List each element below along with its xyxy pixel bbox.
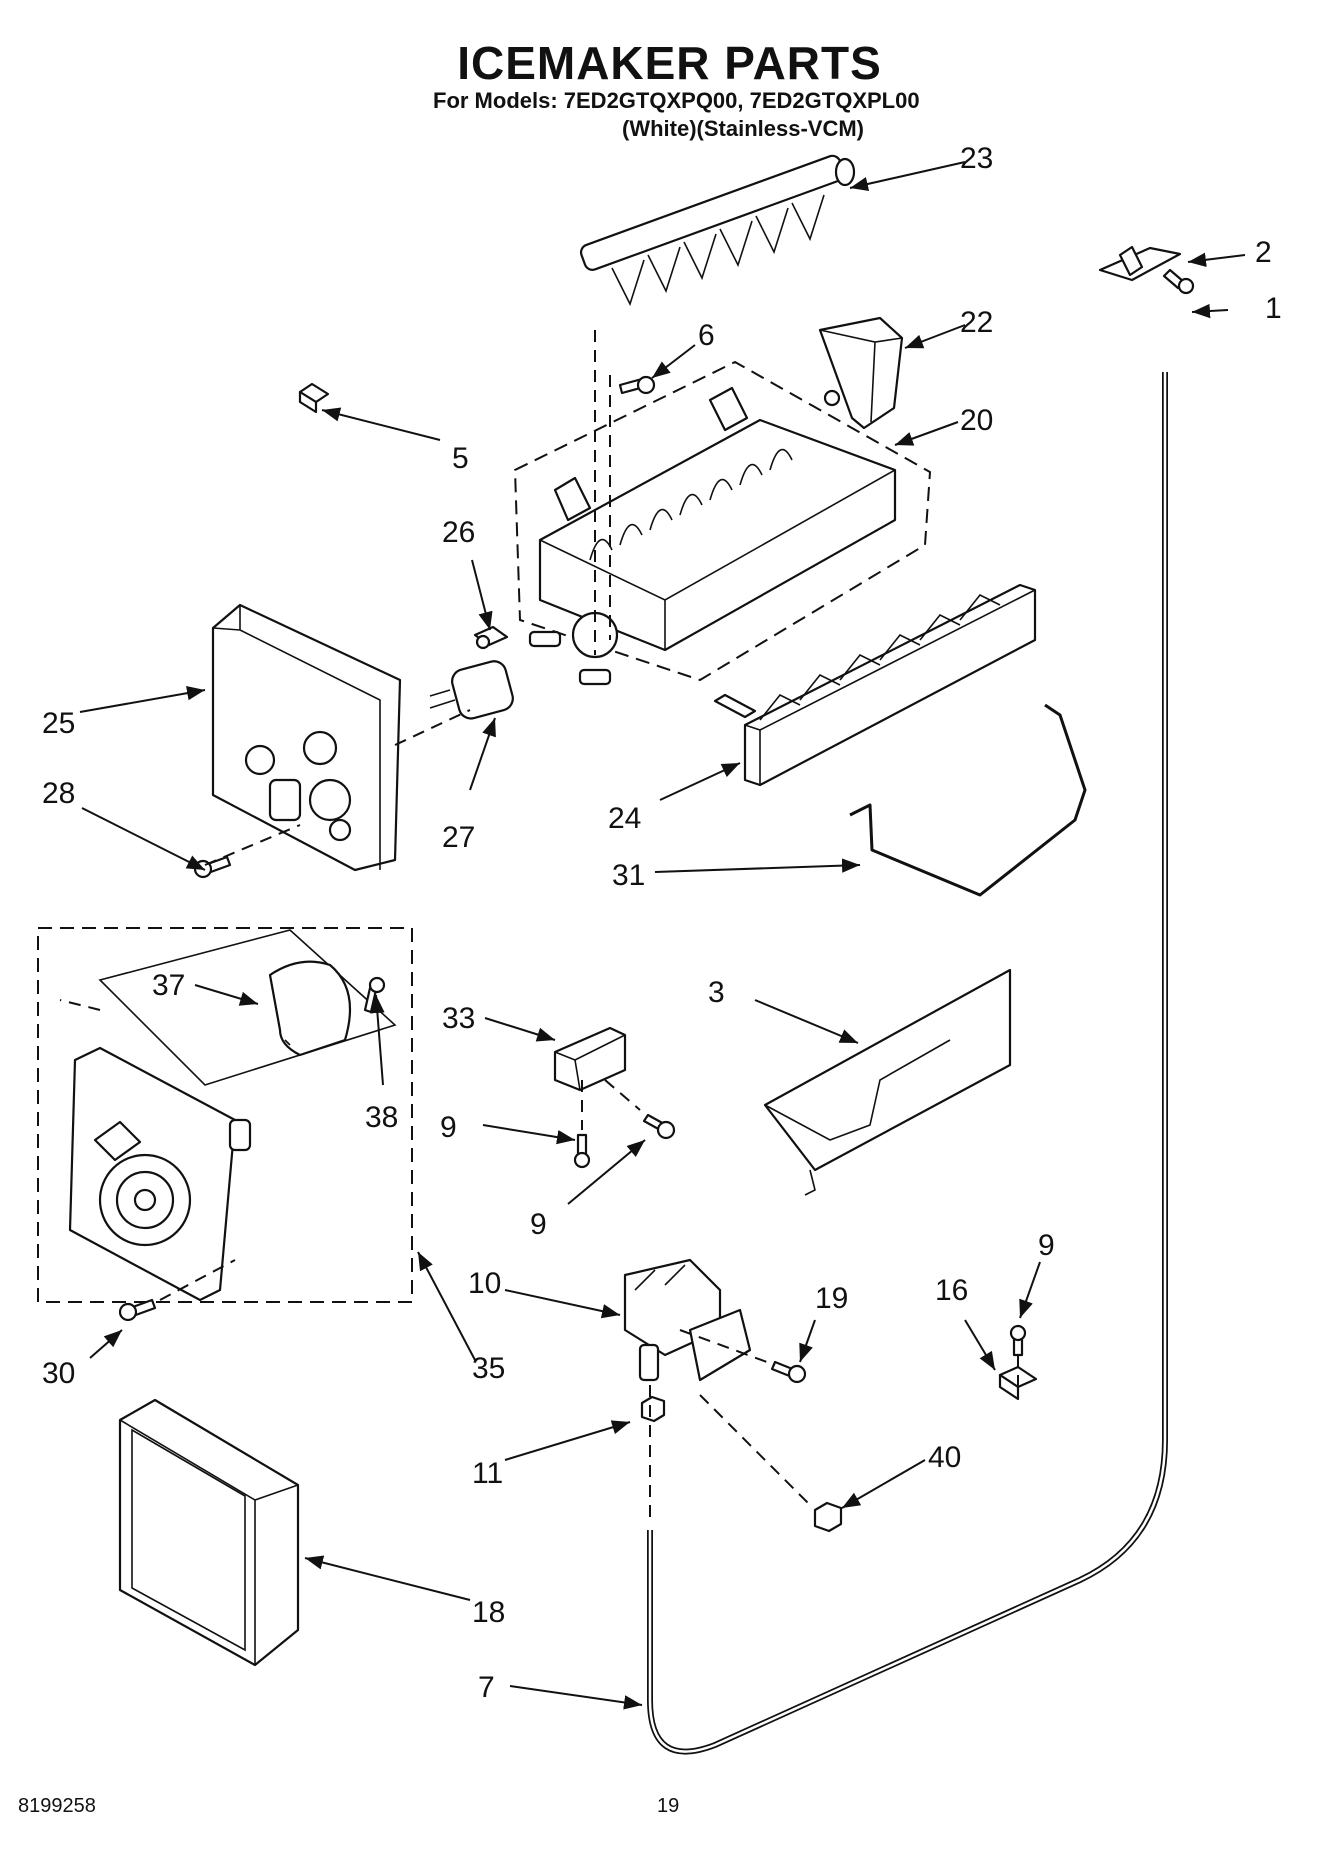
part-10-water-valve xyxy=(623,1258,752,1382)
part-2-bracket xyxy=(1098,245,1182,282)
callout-31: 31 xyxy=(612,859,645,892)
connector-lines xyxy=(59,330,1019,1520)
page-title: ICEMAKER PARTS xyxy=(457,37,882,89)
callout-10: 10 xyxy=(468,1267,501,1300)
callout-27: 27 xyxy=(442,821,475,854)
part-6-screw xyxy=(618,375,656,395)
part-18-foam-block xyxy=(118,1398,300,1667)
callout-9-b: 9 xyxy=(530,1208,547,1241)
part-26-clip xyxy=(473,625,509,650)
callout-22: 22 xyxy=(960,306,993,339)
part-9-screw-c xyxy=(1009,1324,1027,1357)
part-9-screw-a xyxy=(573,1133,591,1169)
variants-line: (White)(Stainless-VCM) xyxy=(622,116,864,141)
callout-35: 35 xyxy=(472,1352,505,1385)
callout-7: 7 xyxy=(478,1671,495,1704)
assembly-guide-35 xyxy=(98,929,397,1086)
leader-arrows xyxy=(79,161,1246,1710)
callout-30: 30 xyxy=(42,1357,75,1390)
callout-5: 5 xyxy=(452,442,469,475)
page-number: 19 xyxy=(657,1795,680,1817)
callout-40: 40 xyxy=(928,1441,961,1474)
callout-23: 23 xyxy=(960,142,993,175)
callout-11: 11 xyxy=(472,1457,503,1490)
document-number: 8199258 xyxy=(18,1795,96,1817)
callout-2: 2 xyxy=(1255,236,1272,269)
callout-19: 19 xyxy=(815,1282,848,1315)
part-9-screw-b xyxy=(642,1113,676,1140)
callout-25: 25 xyxy=(42,707,75,740)
callout-3: 3 xyxy=(708,976,725,1009)
part-27-thermostat xyxy=(429,660,514,720)
callout-24: 24 xyxy=(608,802,641,835)
callout-20: 20 xyxy=(960,404,993,437)
callout-labels: 23 2 1 22 6 20 5 26 25 27 28 24 31 3 37 … xyxy=(42,142,1282,1704)
callout-6: 6 xyxy=(698,319,715,352)
part-24-stripper xyxy=(713,583,1037,787)
part-19-screw xyxy=(770,1360,807,1384)
callout-16: 16 xyxy=(935,1274,968,1307)
callout-28: 28 xyxy=(42,777,75,810)
part-22-fill-cup xyxy=(818,316,904,430)
callout-1: 1 xyxy=(1265,292,1282,325)
part-37-motor xyxy=(268,960,352,1057)
part-20-ice-mold xyxy=(528,386,897,686)
part-40-nut xyxy=(813,1501,843,1533)
assembly-outline-20 xyxy=(513,360,932,682)
part-33-cover xyxy=(553,1026,627,1092)
models-line: For Models: 7ED2GTQXPQ00, 7ED2GTQXPL00 xyxy=(433,88,920,113)
part-31-shutoff-arm xyxy=(849,703,1087,897)
callout-18: 18 xyxy=(472,1596,505,1629)
callout-9-a: 9 xyxy=(440,1111,457,1144)
part-11-nut xyxy=(640,1395,666,1423)
part-23-ejector xyxy=(579,154,856,307)
callout-33: 33 xyxy=(442,1002,475,1035)
part-3-shield xyxy=(763,968,1012,1196)
callout-38: 38 xyxy=(365,1101,398,1134)
assembly-outline-35 xyxy=(37,927,413,1303)
part-30-screw xyxy=(118,1298,157,1322)
part-7-water-tube-inner xyxy=(648,372,1167,1753)
part-5-clip xyxy=(298,382,330,414)
callout-37: 37 xyxy=(152,969,185,1002)
part-1-screw xyxy=(1162,268,1195,295)
callout-9-c: 9 xyxy=(1038,1229,1055,1262)
callout-26: 26 xyxy=(442,516,475,549)
part-25-control-housing xyxy=(211,603,402,872)
part-35-mounting-plate xyxy=(68,1046,252,1302)
